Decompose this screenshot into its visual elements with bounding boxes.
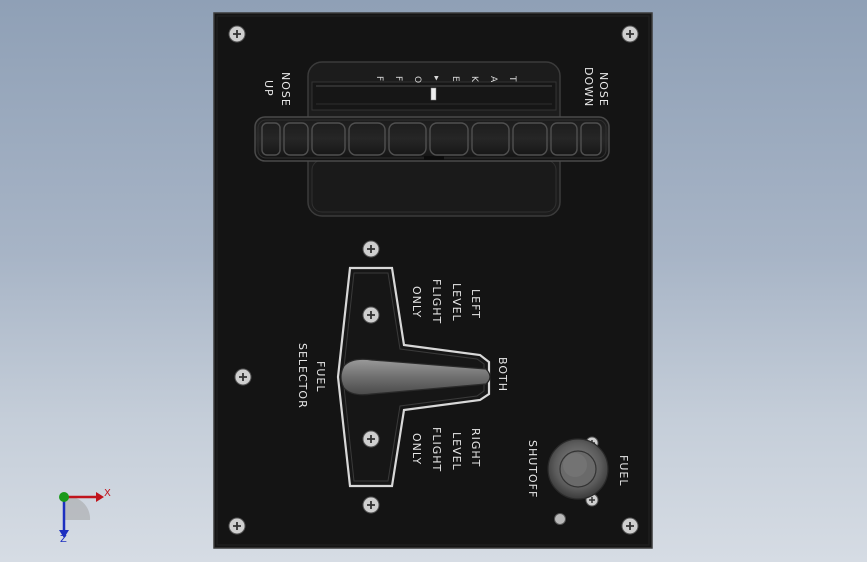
fuel-selector-title-line1: FUEL <box>314 361 327 392</box>
takeoff-mark-letter: T <box>507 75 517 82</box>
takeoff-mark-letter: K <box>469 76 479 83</box>
takeoff-mark-label: T A K E ▸ O F F <box>374 75 517 83</box>
nose-down-label-line2: DOWN <box>582 67 595 107</box>
trim-wheel[interactable] <box>254 116 610 162</box>
right-label-line1: RIGHT <box>469 428 482 467</box>
right-label-line2: LEVEL <box>450 432 463 471</box>
screw-icon <box>234 368 252 386</box>
fuel-shutoff-knob[interactable] <box>547 438 609 500</box>
left-label-line4: ONLY <box>410 286 423 318</box>
screw-icon <box>228 517 246 535</box>
both-label: BOTH <box>496 357 509 392</box>
nose-up-label-line2: UP <box>262 80 275 97</box>
trim-position-indicator <box>430 87 437 101</box>
y-axis-marker <box>59 492 69 502</box>
fuel-shutoff-label-line1: FUEL <box>617 455 630 486</box>
takeoff-mark-letter: E <box>450 76 460 82</box>
left-label-line1: LEFT <box>469 289 482 319</box>
indicator-light <box>554 513 566 525</box>
nose-up-label-line1: NOSE <box>279 72 292 107</box>
screw-icon <box>362 240 380 258</box>
screw-icon <box>228 25 246 43</box>
x-axis-label: X <box>104 488 111 499</box>
x-axis-arrowhead <box>96 492 104 502</box>
right-label-line3: FLIGHT <box>430 427 443 472</box>
takeoff-mark-letter: F <box>393 76 403 81</box>
right-label-line4: ONLY <box>410 433 423 465</box>
screw-icon <box>621 25 639 43</box>
fuel-selector-lever[interactable] <box>340 358 491 396</box>
z-axis-arrowhead <box>59 530 69 538</box>
takeoff-mark-letter: O <box>412 76 422 83</box>
axis-triad: X Z <box>59 488 111 545</box>
left-label-line2: LEVEL <box>450 283 463 322</box>
z-axis-label: Z <box>60 534 67 545</box>
screw-icon <box>362 306 380 324</box>
left-label-line3: FLIGHT <box>430 279 443 324</box>
nose-down-label-line1: NOSE <box>597 72 610 107</box>
screw-icon <box>362 496 380 514</box>
fuel-selector-title-line2: SELECTOR <box>296 343 309 409</box>
screw-icon <box>362 430 380 448</box>
takeoff-mark-letter: F <box>374 76 384 81</box>
fuel-shutoff-label-line2: SHUTOFF <box>526 440 539 498</box>
screw-icon <box>621 517 639 535</box>
takeoff-mark-letter: A <box>488 76 498 83</box>
takeoff-mark-letter: ▸ <box>431 76 441 81</box>
